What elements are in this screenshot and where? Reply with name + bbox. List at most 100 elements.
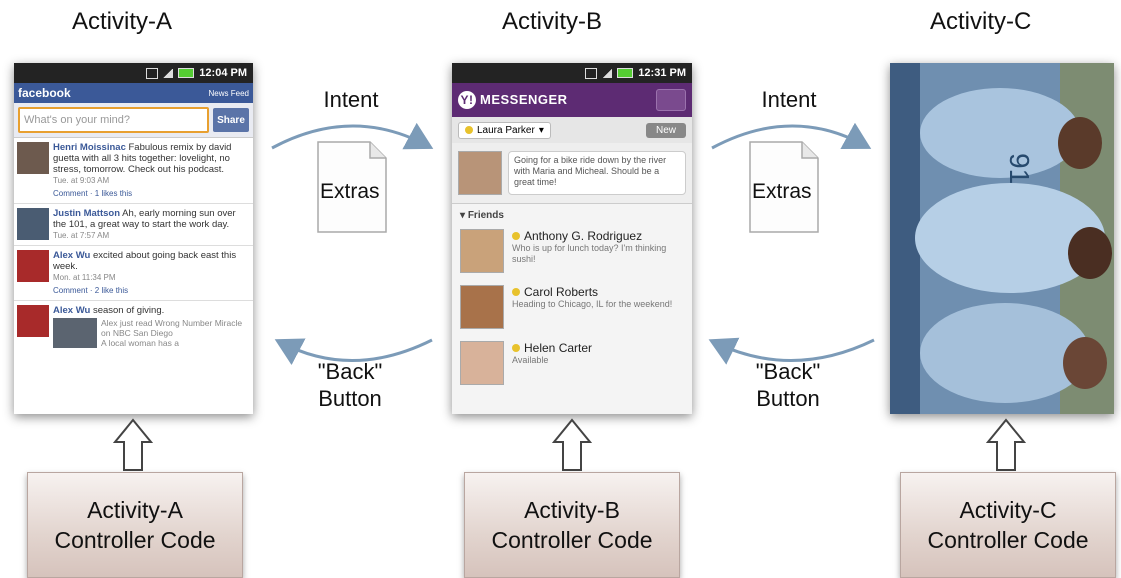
status-input[interactable]: What's on your mind? bbox=[18, 107, 209, 133]
post-body: Alex Wu season of giving. Alex just read… bbox=[53, 305, 250, 348]
post-time: Tue. at 9:03 AM bbox=[53, 176, 110, 185]
intent-arrow-a-to-b bbox=[271, 122, 434, 150]
friends-header[interactable]: ▾ Friends bbox=[460, 210, 504, 221]
online-status-icon bbox=[512, 344, 520, 352]
online-status-icon bbox=[465, 126, 473, 134]
user-avatar bbox=[458, 151, 502, 195]
messenger-logo: Y!MESSENGER bbox=[458, 91, 568, 109]
activity-b-title: Activity-B bbox=[502, 8, 603, 35]
post-time: Mon. at 11:34 PM bbox=[53, 273, 116, 282]
post-text: season of giving. bbox=[92, 305, 165, 316]
friend-name: Anthony G. Rodriguez bbox=[524, 229, 643, 243]
intent-arrow-b-to-c bbox=[711, 122, 872, 150]
friend-item[interactable]: Anthony G. Rodriguez Who is up for lunch… bbox=[452, 223, 692, 279]
status-message: Going for a bike ride down by the river … bbox=[452, 143, 692, 204]
online-status-icon bbox=[512, 288, 520, 296]
chat-icon[interactable] bbox=[656, 89, 686, 111]
up-arrow-a bbox=[112, 418, 154, 471]
feed-post: Alex Wu excited about going back east th… bbox=[14, 246, 253, 301]
back-arrow-b-to-a bbox=[274, 338, 433, 366]
avatar bbox=[17, 305, 49, 337]
battery-icon bbox=[617, 68, 634, 78]
feed-post: Alex Wu season of giving. Alex just read… bbox=[14, 301, 253, 352]
friend-status: Available bbox=[512, 355, 549, 365]
svg-text:91: 91 bbox=[1004, 153, 1035, 184]
friend-name: Carol Roberts bbox=[524, 285, 599, 299]
soccer-photo: 91 bbox=[890, 63, 1114, 414]
post-text: Ah, early morning sun over the 101, a gr… bbox=[53, 208, 236, 230]
feed-post: Henri Moissinac Fabulous remix by david … bbox=[14, 138, 253, 204]
friend-name: Helen Carter bbox=[524, 341, 593, 355]
post-time: Tue. at 7:57 AM bbox=[53, 231, 110, 240]
news-feed-link[interactable]: News Feed bbox=[208, 88, 249, 98]
battery-icon bbox=[178, 68, 195, 78]
post-text: excited about going back east this week. bbox=[53, 250, 237, 272]
post-actions: Comment · 1 likes this bbox=[53, 189, 133, 198]
activity-c-title: Activity-C bbox=[930, 8, 1032, 35]
friend-item[interactable]: Carol Roberts Heading to Chicago, IL for… bbox=[452, 279, 692, 335]
post-body: Alex Wu excited about going back east th… bbox=[53, 250, 250, 296]
post-author[interactable]: Justin Mattson bbox=[53, 208, 121, 219]
extras-label-2: Extras bbox=[752, 180, 812, 203]
status-bubble[interactable]: Going for a bike ride down by the river … bbox=[508, 151, 686, 195]
phone-activity-a: 12:04 PM facebook News Feed What's on yo… bbox=[14, 63, 253, 414]
post-author[interactable]: Henri Moissinac bbox=[53, 142, 126, 153]
data-icon bbox=[585, 67, 598, 79]
back-button-label-1: "Back"Button bbox=[317, 359, 383, 411]
post-author[interactable]: Alex Wu bbox=[53, 250, 91, 261]
status-bar: 12:31 PM bbox=[452, 63, 692, 83]
friend-status: Heading to Chicago, IL for the weekend! bbox=[512, 299, 673, 309]
signal-icon bbox=[163, 68, 174, 78]
shared-link[interactable]: Alex just read Wrong Number Miracle on N… bbox=[101, 318, 243, 348]
up-arrow-c bbox=[985, 418, 1027, 471]
messenger-header: Y!MESSENGER bbox=[452, 83, 692, 117]
clock: 12:31 PM bbox=[638, 67, 686, 79]
comment-link[interactable]: Comment bbox=[53, 286, 88, 295]
post-body: Justin Mattson Ah, early morning sun ove… bbox=[53, 208, 250, 241]
share-button[interactable]: Share bbox=[213, 108, 249, 132]
online-status-icon bbox=[512, 232, 520, 240]
back-button-label-2: "Back"Button bbox=[755, 359, 821, 411]
friend-avatar bbox=[460, 341, 504, 385]
facebook-header: facebook News Feed bbox=[14, 83, 253, 103]
post-author[interactable]: Alex Wu bbox=[53, 305, 91, 316]
clock: 12:04 PM bbox=[199, 67, 247, 79]
comment-link[interactable]: Comment bbox=[53, 189, 88, 198]
likes-link[interactable]: 2 like this bbox=[94, 286, 129, 295]
avatar bbox=[17, 250, 49, 282]
avatar bbox=[17, 208, 49, 240]
link-thumbnail bbox=[53, 318, 97, 348]
friend-avatar bbox=[460, 229, 504, 273]
up-arrow-b bbox=[551, 418, 593, 471]
likes-link[interactable]: 1 likes this bbox=[94, 189, 133, 198]
user-selector[interactable]: Laura Parker ▾ bbox=[458, 121, 551, 139]
friend-avatar bbox=[460, 285, 504, 329]
post-actions: Comment · 2 like this bbox=[53, 286, 129, 295]
extras-doc-icon-2 bbox=[749, 141, 819, 233]
extras-doc-icon-1 bbox=[317, 141, 387, 233]
activity-a-title: Activity-A bbox=[72, 8, 173, 35]
data-icon bbox=[146, 67, 159, 79]
new-button[interactable]: New bbox=[645, 122, 686, 138]
phone-activity-b: 12:31 PM Y!MESSENGER Laura Parker ▾ New … bbox=[452, 63, 692, 414]
friend-item[interactable]: Helen Carter Available bbox=[452, 335, 692, 391]
user-row: Laura Parker ▾ New bbox=[452, 117, 692, 143]
phone-activity-c: 91 bbox=[890, 63, 1114, 414]
status-input-row: What's on your mind? Share bbox=[14, 103, 253, 138]
post-body: Henri Moissinac Fabulous remix by david … bbox=[53, 142, 250, 199]
avatar bbox=[17, 142, 49, 174]
post-text: Fabulous remix by david guetta with all … bbox=[53, 142, 232, 175]
intent-label-1: Intent bbox=[323, 87, 379, 112]
intent-label-2: Intent bbox=[761, 87, 817, 112]
back-arrow-c-to-b bbox=[708, 337, 875, 365]
feed-post: Justin Mattson Ah, early morning sun ove… bbox=[14, 204, 253, 246]
friend-status: Who is up for lunch today? I'm thinking … bbox=[512, 243, 667, 264]
signal-icon bbox=[602, 68, 613, 78]
status-bar: 12:04 PM bbox=[14, 63, 253, 83]
extras-label-1: Extras bbox=[320, 180, 380, 203]
facebook-logo: facebook bbox=[18, 86, 71, 100]
